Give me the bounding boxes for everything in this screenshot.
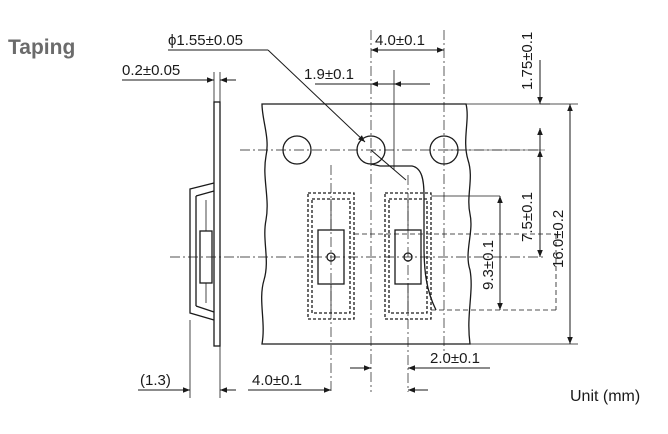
hole-to-pocket-center-label: 7.5±0.1 [519, 192, 536, 242]
pocket-pitch-label: 4.0±0.1 [252, 372, 302, 389]
hole-to-pocket-label: 1.9±0.1 [304, 66, 354, 83]
sprocket-hole-diameter-label: ϕ1.55±0.05 [168, 32, 243, 49]
tape-thickness-label: 0.2±0.05 [122, 62, 180, 79]
pocket-length-label: 9.3±0.1 [480, 240, 497, 290]
unit-label: Unit (mm) [570, 388, 641, 405]
hole-edge-distance-label: 1.75±0.1 [519, 32, 536, 90]
hole-pitch-label: 4.0±0.1 [375, 32, 425, 49]
carrier-tape-body [261, 103, 472, 345]
section-heading: Taping [8, 36, 76, 59]
overall-thickness-label: (1.3) [140, 372, 171, 389]
tape-width-label: 16.0±0.2 [550, 210, 567, 268]
tape-side-view [170, 101, 240, 347]
hole-to-pocket-pitch-label: 2.0±0.1 [430, 350, 480, 367]
